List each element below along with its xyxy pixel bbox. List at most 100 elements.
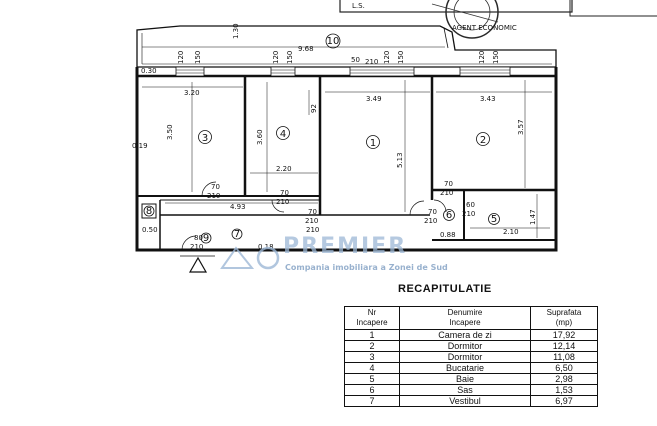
recap-table: Nr Incapere Denumire Incapere Suprafata … bbox=[344, 306, 598, 407]
dim-small-left: 0.50 bbox=[142, 226, 158, 234]
row-nr: 6 bbox=[344, 384, 400, 396]
dim-side-window: 92 bbox=[310, 104, 318, 113]
dimension-lines bbox=[142, 80, 552, 238]
dim-small-88: 0.88 bbox=[440, 231, 456, 239]
recap-header-row: Nr Incapere Denumire Incapere Suprafata … bbox=[344, 306, 598, 330]
row-nr: 1 bbox=[344, 329, 400, 341]
row-area: 6,97 bbox=[530, 395, 598, 407]
header-name-label: Denumire Incapere bbox=[447, 308, 483, 327]
dim-left-wall: 0.19 bbox=[132, 142, 148, 150]
table-row: 1 Camera de zi 17,92 bbox=[344, 329, 598, 341]
seal-icon bbox=[445, 0, 499, 39]
door-label-70-a: 70 bbox=[211, 183, 220, 191]
door-label-210-e: 210 bbox=[440, 189, 453, 197]
door-label-210-c: 210 bbox=[305, 217, 318, 225]
door-swings bbox=[181, 181, 447, 251]
dim-balcony-depth: 1.30 bbox=[232, 23, 240, 39]
entrance-arrow-icon bbox=[188, 256, 208, 273]
watermark: PREMIER Compania imobiliara a Zonei de S… bbox=[220, 234, 448, 272]
dim-room3-depth: 3.50 bbox=[166, 124, 174, 140]
row-nr: 4 bbox=[344, 362, 400, 374]
header-name: Denumire Incapere bbox=[399, 306, 531, 330]
dim-bath-depth: 1.47 bbox=[529, 209, 537, 225]
door-label-210-f: 210 bbox=[424, 217, 437, 225]
dim-window-b2: 150 bbox=[286, 51, 294, 64]
row-nr: 2 bbox=[344, 340, 400, 352]
header-area-label: Suprafata (mp) bbox=[546, 308, 582, 327]
dim-balcony-length: 9.68 bbox=[298, 45, 314, 53]
row-name: Camera de zi bbox=[399, 329, 531, 341]
room-9-number: 9 bbox=[203, 233, 209, 244]
row-area: 12,14 bbox=[530, 340, 598, 352]
row-name: Vestibul bbox=[399, 395, 531, 407]
room-dimensions: 3.20 3.50 3.60 2.20 3.49 5.13 3.43 3.57 … bbox=[132, 89, 537, 251]
row-name: Dormitor bbox=[399, 351, 531, 363]
room-3-number: 3 bbox=[202, 133, 208, 144]
header-area: Suprafata (mp) bbox=[530, 306, 598, 330]
dim-room3-width: 3.20 bbox=[184, 89, 200, 97]
dim-door-210-top: 210 bbox=[365, 58, 378, 66]
row-name: Sas bbox=[399, 384, 531, 396]
room-5-number: 5 bbox=[491, 214, 497, 225]
door-label-210-d: 210 bbox=[306, 226, 319, 234]
row-name: Dormitor bbox=[399, 340, 531, 352]
row-nr: 5 bbox=[344, 373, 400, 385]
row-nr: 3 bbox=[344, 351, 400, 363]
row-area: 17,92 bbox=[530, 329, 598, 341]
watermark-name: PREMIER bbox=[283, 234, 407, 259]
door-label-70-e: 70 bbox=[428, 208, 437, 216]
table-row: 5 Baie 2,98 bbox=[344, 373, 598, 385]
room-7-number: 7 bbox=[234, 229, 240, 240]
dim-room2-depth: 3.57 bbox=[517, 119, 525, 135]
watermark-tagline: Compania imobiliara a Zonei de Sud bbox=[285, 263, 448, 272]
row-nr: 7 bbox=[344, 395, 400, 407]
dim-window-b3: 150 bbox=[397, 51, 405, 64]
dim-bath-width: 2.10 bbox=[503, 228, 519, 236]
recap-title: RECAPITULATIE bbox=[398, 283, 492, 295]
room-1-number: 1 bbox=[370, 138, 376, 149]
dim-window-b1: 150 bbox=[194, 51, 202, 64]
door-label-210-g: 210 bbox=[462, 210, 475, 218]
dim-room2-width: 3.43 bbox=[480, 95, 496, 103]
room-labels: 3 4 1 2 6 5 8 9 7 bbox=[143, 126, 500, 244]
door-labels: 70 210 70 210 70 210 210 70 210 70 210 6… bbox=[190, 180, 475, 251]
windows: 120 150 120 150 50 210 120 150 120 150 0… bbox=[141, 51, 511, 77]
table-row: 2 Dormitor 12,14 bbox=[344, 340, 598, 352]
stamp-corner-text: L.S. bbox=[352, 2, 365, 10]
door-label-60: 60 bbox=[466, 201, 475, 209]
row-area: 2,98 bbox=[530, 373, 598, 385]
door-label-210-a: 210 bbox=[207, 192, 220, 200]
table-row: 6 Sas 1,53 bbox=[344, 384, 598, 396]
header-nr: Nr Incapere bbox=[344, 306, 400, 330]
door-label-70-d: 70 bbox=[444, 180, 453, 188]
table-row: 7 Vestibul 6,97 bbox=[344, 395, 598, 407]
table-row: 3 Dormitor 11,08 bbox=[344, 351, 598, 363]
row-area: 1,53 bbox=[530, 384, 598, 396]
dim-wall-left: 0.30 bbox=[141, 67, 157, 75]
row-name: Baie bbox=[399, 373, 531, 385]
row-name: Bucatarie bbox=[399, 362, 531, 374]
dim-room4-depth: 3.60 bbox=[256, 129, 264, 145]
room-6-number: 6 bbox=[446, 210, 452, 221]
dim-window-a3: 120 bbox=[383, 51, 391, 64]
header-nr-label: Nr Incapere bbox=[356, 308, 388, 327]
door-label-210-b: 210 bbox=[276, 198, 289, 206]
room-4-number: 4 bbox=[280, 129, 286, 140]
door-label-70-c: 70 bbox=[308, 208, 317, 216]
room-2-number: 2 bbox=[480, 135, 486, 146]
seal-text: AGENT ECONOMIC bbox=[452, 24, 517, 32]
door-label-210-h: 210 bbox=[190, 243, 203, 251]
dim-hall-length: 4.93 bbox=[230, 203, 246, 211]
dim-room4-width: 2.20 bbox=[276, 165, 292, 173]
dim-room1-depth: 5.13 bbox=[396, 152, 404, 168]
stamp: L.S. AGENT ECONOMIC bbox=[339, 0, 657, 39]
apartment-walls bbox=[135, 67, 558, 252]
dim-window-a2: 120 bbox=[272, 51, 280, 64]
door-label-70-b: 70 bbox=[280, 189, 289, 197]
dim-window-a4: 120 bbox=[478, 51, 486, 64]
dim-room1-width: 3.49 bbox=[366, 95, 382, 103]
dim-door-50: 50 bbox=[351, 56, 360, 64]
watermark-house-icon bbox=[220, 246, 255, 269]
dim-window-b4: 150 bbox=[492, 51, 500, 64]
